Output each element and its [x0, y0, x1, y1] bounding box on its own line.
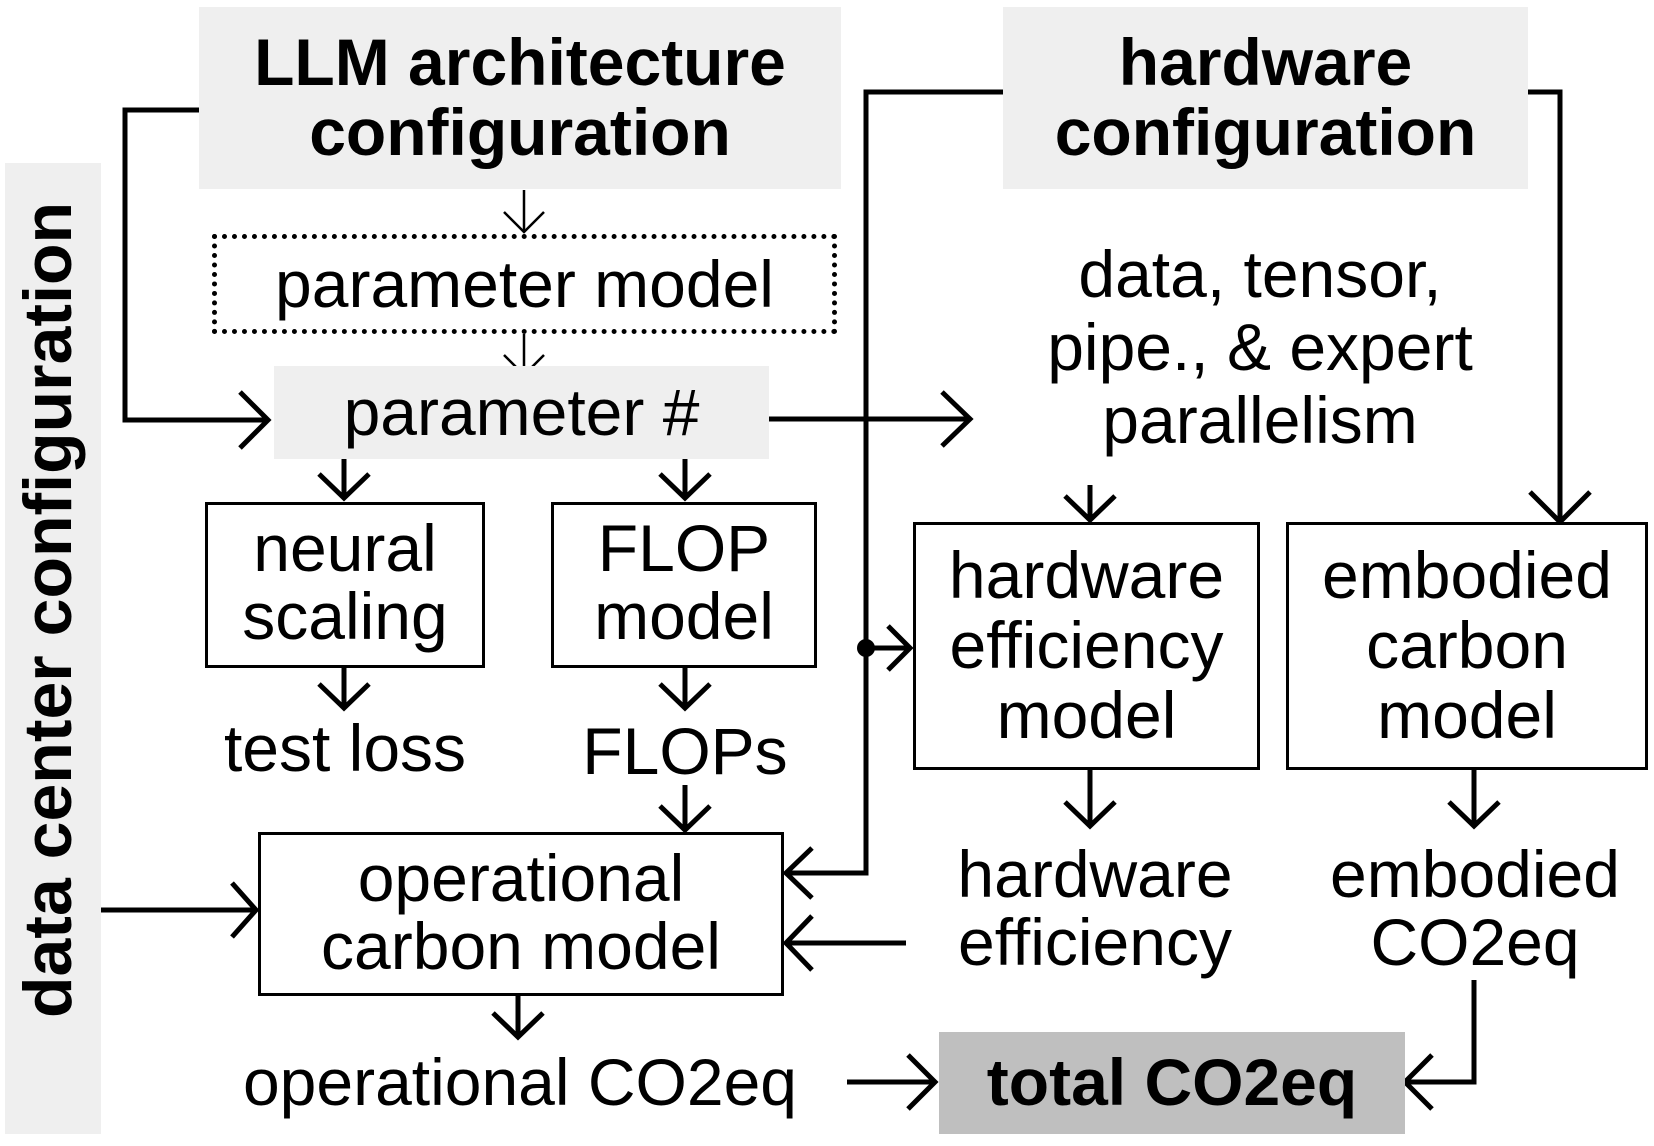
arrowhead	[491, 1011, 545, 1041]
arrowhead	[886, 624, 914, 672]
neural-scaling-label: neural scaling	[242, 511, 448, 653]
test-loss-label: test loss	[223, 711, 467, 785]
arrowhead	[940, 390, 974, 448]
arrowhead	[238, 390, 272, 450]
junction-dot	[857, 639, 875, 657]
hardware-efficiency-model-box	[913, 522, 1260, 770]
total-co2eq-box	[939, 1032, 1405, 1134]
hardware-efficiency-label: hardware efficiency	[957, 837, 1233, 979]
operational-co2eq-label: operational CO2eq	[242, 1045, 798, 1119]
llm-architecture-label: LLM architecture configuration	[254, 25, 786, 169]
flops-label: FLOPs	[582, 714, 788, 788]
operational-carbon-model-box	[258, 832, 784, 996]
arrowhead	[230, 881, 260, 939]
arrowhead	[1401, 1053, 1434, 1111]
data-center-configuration-box	[5, 163, 101, 1134]
neural-scaling-box	[205, 502, 485, 668]
arrowhead	[503, 211, 545, 234]
arrowhead	[317, 472, 371, 502]
arrowhead	[658, 472, 712, 502]
embodied-co2eq-label: embodied CO2eq	[1330, 837, 1620, 979]
operational-carbon-model-label: operational carbon model	[321, 841, 721, 983]
llm-architecture-box	[199, 7, 841, 189]
arrowhead	[1063, 494, 1117, 524]
parallelism-label: data, tensor, pipe., & expert parallelis…	[1047, 237, 1473, 457]
data-center-configuration-label: data center configuration	[10, 201, 86, 1019]
flop-model-label: FLOP model	[594, 511, 774, 653]
arrowhead	[906, 1053, 939, 1111]
arrowhead	[317, 682, 371, 712]
embodied-carbon-model-box	[1286, 522, 1648, 770]
parameter-count-label: parameter #	[343, 375, 700, 449]
edge-hw-config-to-op-model	[786, 89, 1003, 876]
parameter-model-label: parameter model	[275, 247, 774, 321]
hardware-configuration-box	[1003, 7, 1528, 189]
hardware-configuration-label: hardware configuration	[1054, 25, 1477, 169]
total-co2eq-label: total CO2eq	[986, 1045, 1358, 1119]
parameter-model-box	[212, 234, 837, 334]
hardware-efficiency-model-label: hardware efficiency model	[948, 538, 1225, 752]
edge-llm-to-param-count	[122, 107, 268, 423]
arrowhead	[1447, 800, 1501, 830]
arrowhead	[782, 846, 814, 900]
arrowhead	[1063, 800, 1117, 830]
edge-hw-config-to-embodied-model	[1528, 89, 1563, 522]
embodied-carbon-model-label: embodied carbon model	[1322, 538, 1612, 752]
edge-embodied-co2-to-total	[1405, 980, 1477, 1085]
parameter-count-box	[274, 366, 769, 459]
arrowhead	[782, 914, 814, 972]
flop-model-box	[551, 502, 817, 668]
arrowhead	[658, 804, 712, 834]
arrowhead	[658, 682, 712, 712]
